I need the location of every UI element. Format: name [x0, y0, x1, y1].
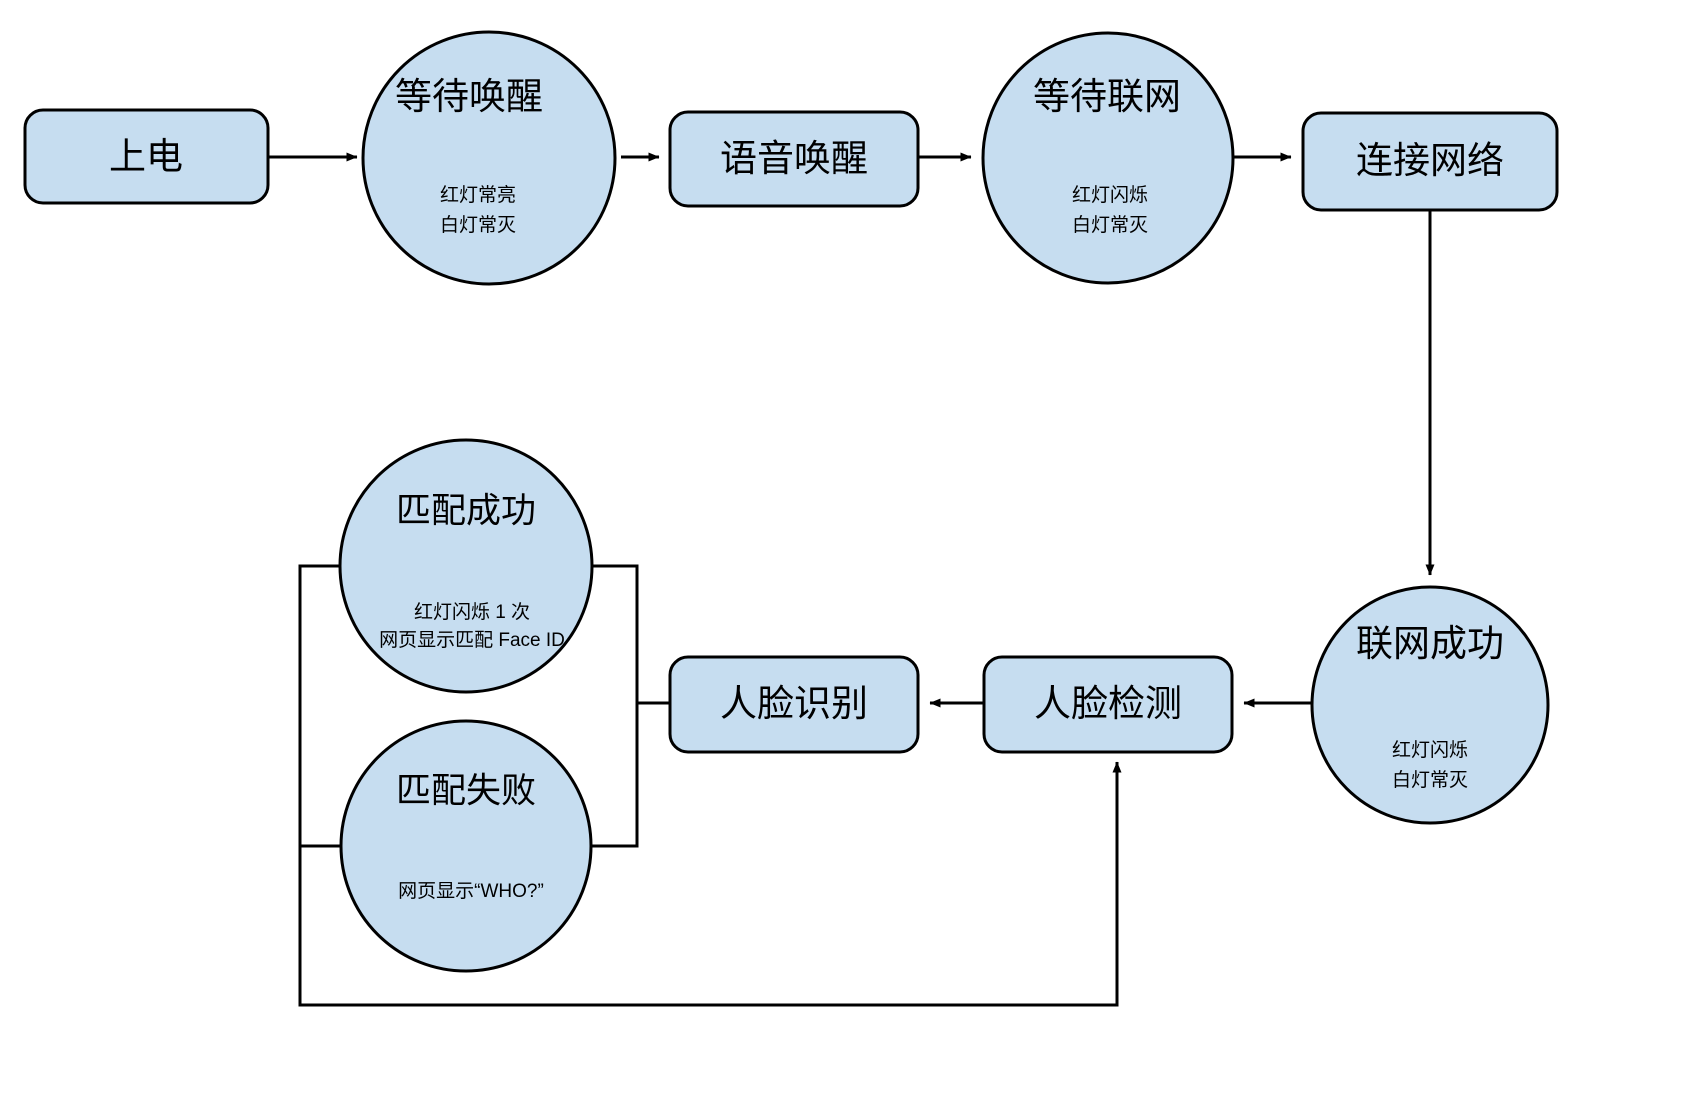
node-wait-network-sub-2: 白灯常灭	[1072, 214, 1148, 236]
node-power-on-shape[interactable]	[23, 108, 270, 205]
node-connect-network-label: 连接网络	[1356, 140, 1504, 181]
node-connect-network-shape[interactable]	[1301, 111, 1559, 212]
node-wait-network-shape[interactable]	[981, 31, 1235, 285]
node-network-success-sub-1: 红灯闪烁	[1392, 739, 1468, 761]
node-face-detect[interactable]: 人脸检测	[982, 655, 1234, 754]
node-connect-network[interactable]: 连接网络	[1301, 111, 1559, 212]
node-match-success-sub-2: 网页显示匹配 Face ID	[379, 630, 565, 651]
node-network-success-sub-2: 白灯常灭	[1392, 769, 1468, 791]
node-match-success-label: 匹配成功	[396, 491, 536, 530]
node-wait-wakeup-sub-2: 白灯常灭	[440, 214, 516, 236]
node-power-on[interactable]: 上电	[23, 108, 270, 205]
node-voice-wakeup-label: 语音唤醒	[720, 138, 868, 179]
node-face-detect-shape[interactable]	[982, 655, 1234, 754]
node-wait-network[interactable]: 等待联网 红灯闪烁 白灯常灭	[981, 31, 1235, 285]
node-wait-wakeup-sub-1: 红灯常亮	[440, 184, 516, 206]
node-network-success[interactable]: 联网成功 红灯闪烁 白灯常灭	[1310, 585, 1550, 825]
node-face-recognize-label: 人脸识别	[720, 683, 868, 724]
node-match-fail-label: 匹配失败	[396, 771, 536, 810]
node-network-success-label: 联网成功	[1356, 623, 1504, 664]
edge-face-recognize-to-match-results	[298, 564, 670, 848]
node-wait-network-sub-1: 红灯闪烁	[1072, 184, 1148, 206]
node-match-success-shape[interactable]	[338, 438, 594, 694]
node-wait-wakeup-shape[interactable]	[361, 30, 617, 286]
node-face-recognize[interactable]: 人脸识别	[668, 655, 920, 754]
node-match-success[interactable]: 匹配成功 红灯闪烁 1 次 网页显示匹配 Face ID	[338, 438, 594, 694]
edge-match-fail-to-face-detect	[298, 761, 1122, 1007]
node-match-fail[interactable]: 匹配失败 网页显示“WHO?”	[339, 719, 593, 973]
node-power-on-label: 上电	[109, 136, 183, 177]
node-match-fail-sub-1: 网页显示“WHO?”	[398, 881, 544, 902]
node-voice-wakeup[interactable]: 语音唤醒	[668, 110, 920, 208]
node-wait-wakeup[interactable]: 等待唤醒 红灯常亮 白灯常灭	[361, 30, 617, 286]
node-face-recognize-shape[interactable]	[668, 655, 920, 754]
node-face-detect-label: 人脸检测	[1034, 683, 1182, 724]
node-match-success-sub-1: 红灯闪烁 1 次	[414, 601, 530, 623]
node-wait-wakeup-label: 等待唤醒	[395, 76, 543, 117]
node-voice-wakeup-shape[interactable]	[668, 110, 920, 208]
edge-group	[268, 152, 1435, 1007]
node-network-success-shape[interactable]	[1310, 585, 1550, 825]
node-wait-network-label: 等待联网	[1033, 76, 1181, 117]
node-match-fail-shape[interactable]	[339, 719, 593, 973]
